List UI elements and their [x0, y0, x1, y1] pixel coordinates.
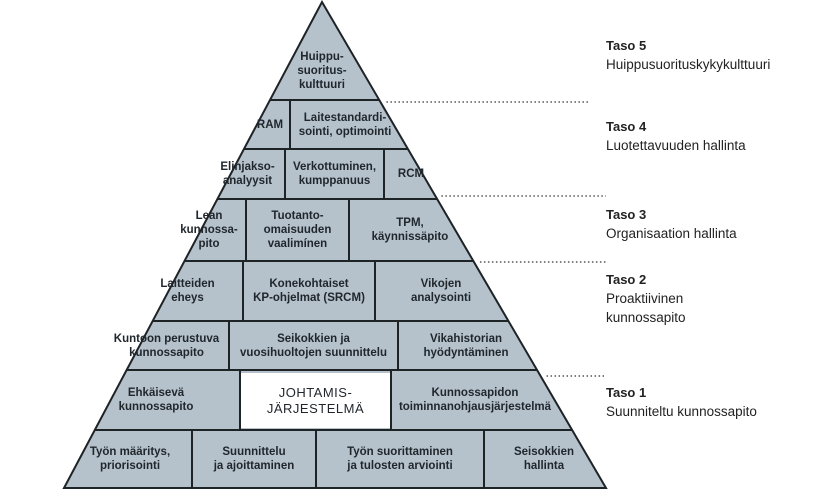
- level-4: Taso 4 Luotettavuuden hallinta: [606, 118, 746, 155]
- level-4-title: Taso 4: [606, 119, 647, 134]
- level-5-description: Huippusuorituskykykulttuuri: [606, 57, 771, 72]
- level-2-title: Taso 2: [606, 272, 647, 287]
- pyramid-cell-vikojen: Vikojen analysointi: [410, 278, 472, 304]
- pyramid-cell-seikokkien: Seikokkien ja vuosihuoltojen suunnittelu: [240, 332, 387, 359]
- level-5-title: Taso 5: [606, 38, 647, 53]
- pyramid-cell-johtamis: JOHTAMIS- JÄRJESTELMÄ: [266, 384, 365, 416]
- pyramid-cell-ehkaiseva: Ehkäisevä kunnossapito: [118, 387, 194, 413]
- center-box-bg: [241, 373, 390, 428]
- pyramid-cell-tyon-suorittaminen: Työn suorittaminen ja tulosten arviointi: [347, 446, 453, 472]
- level-3-description: Organisaation hallinta: [606, 226, 737, 241]
- pyramid-body: [62, 0, 608, 489]
- pyramid-cell-elinjakso: Elinjakso- analyysit: [220, 161, 275, 187]
- pyramid-cell-tyon-maaritys: Työn määritys, priorisointi: [89, 446, 171, 472]
- pyramid-cell-tpm: TPM, käynnissäpito: [371, 217, 449, 243]
- pyramid-cell-vikahistorian: Vikahistorian hyödyntäminen: [423, 332, 509, 359]
- level-2-description: Proaktiivinen kunnossapito: [606, 291, 686, 325]
- pyramid-cell-suunnittelu: Suunnittelu ja ajoittaminen: [213, 446, 295, 472]
- level-4-description: Luotettavuuden hallinta: [606, 138, 746, 153]
- level-2: Taso 2 Proaktiivinen kunnossapito: [606, 271, 686, 327]
- pyramid-cell-rcm: RCM: [397, 168, 425, 180]
- pyramid-cell-konekohtaiset: Konekohtaiset KP-ohjelmat (SRCM): [253, 278, 365, 304]
- level-1-description: Suunniteltu kunnossapito: [606, 404, 757, 419]
- level-1: Taso 1 Suunniteltu kunnossapito: [606, 384, 757, 421]
- level-5: Taso 5 Huippusuorituskykykulttuuri: [606, 37, 770, 74]
- level-1-title: Taso 1: [606, 385, 647, 400]
- pyramid-cell-kuntoon: Kuntoon perustuva kunnossapito: [113, 332, 220, 359]
- pyramid-cell-lean: Lean kunnossa- pito: [180, 210, 238, 250]
- pyramid-cell-tuotanto: Tuotanto- omaisuuden vaalimínen: [263, 210, 332, 250]
- pyramid-cell-laitestandardisointi: Laitestandardi- sointi, optimointi: [298, 112, 392, 138]
- pyramid-cell-verkottuminen: Verkottuminen, kumppanuus: [292, 161, 377, 187]
- pyramid-cell-huippu: Huippu- suoritus- kulttuuri: [297, 51, 347, 91]
- pyramid-cell-kunnossapidon: Kunnossapidon toiminnanohjausjärjestelmä: [398, 387, 552, 413]
- level-3: Taso 3 Organisaation hallinta: [606, 206, 737, 243]
- pyramid-cell-seisokkien: Seisokkien hallinta: [513, 446, 575, 472]
- pyramid-cell-laitteiden: Laitteiden eheys: [160, 278, 215, 304]
- pyramid-cell-ram: RAM: [256, 119, 284, 131]
- level-3-title: Taso 3: [606, 207, 647, 222]
